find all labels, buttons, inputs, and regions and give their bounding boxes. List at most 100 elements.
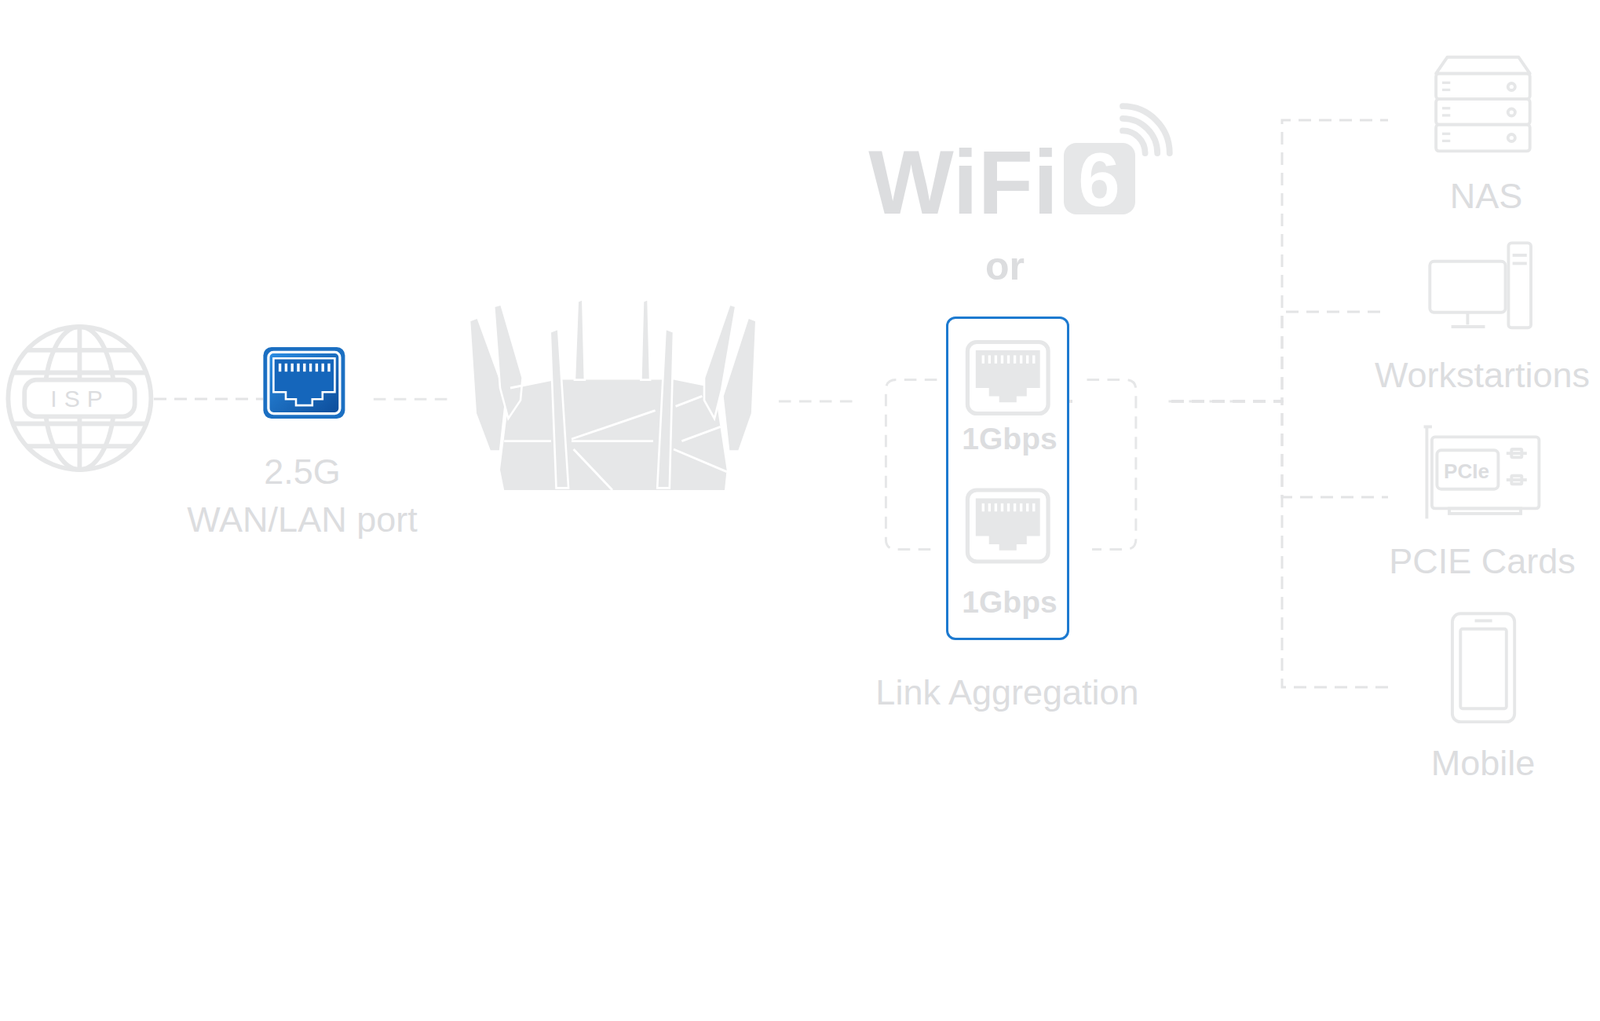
antenna: [550, 328, 569, 489]
node-label: Workstartions: [1374, 354, 1590, 396]
globe-parallel: [26, 443, 133, 449]
globe-outline: [7, 326, 151, 470]
node-label: Link Aggregation: [875, 672, 1139, 713]
nas-icon: [1435, 57, 1531, 152]
phone-screen: [1460, 628, 1507, 709]
nas-led: [1508, 83, 1516, 91]
phone-body: [1452, 613, 1515, 722]
monitor: [1429, 261, 1506, 313]
nas-device: NAS: [1388, 56, 1531, 154]
node-label: Mobile: [1431, 742, 1536, 784]
nas-led: [1508, 134, 1516, 142]
pcie-card-icon: [1423, 425, 1539, 519]
port-frame: [967, 341, 1049, 413]
globe-parallel: [12, 370, 148, 376]
port-pin: [284, 363, 288, 372]
node-text: ISP: [50, 385, 110, 413]
port-socket: [273, 357, 335, 406]
port-socket: [975, 350, 1041, 402]
node-label: PCIE Cards: [1388, 540, 1576, 582]
port-pin: [1032, 503, 1035, 512]
port-pin: [321, 363, 325, 372]
router-seam: [675, 395, 703, 406]
isp-globe: ISP: [6, 324, 154, 472]
router-body: [500, 379, 727, 490]
lan-port-icon: [967, 341, 1049, 413]
port-pin: [1007, 503, 1010, 512]
dashed-connector: [1069, 311, 1389, 402]
globe-band: [24, 379, 135, 417]
port-pin: [982, 503, 985, 512]
wan-port: 2.5G WAN/LAN port: [263, 347, 346, 419]
port-pin: [291, 363, 294, 372]
dashed-line: [778, 399, 855, 402]
card-board: [1431, 436, 1540, 508]
lan-port-icon: [967, 489, 1049, 562]
port-pin: [1000, 503, 1004, 512]
port-pin: [1013, 503, 1016, 512]
antenna: [640, 299, 651, 380]
card-bracket: [1424, 425, 1429, 519]
port-pin: [1026, 354, 1029, 363]
connectors: [153, 120, 1389, 687]
node-label: 1Gbps: [961, 584, 1057, 621]
phone-speaker: [1474, 618, 1492, 622]
mobile-icon: [1452, 613, 1515, 722]
bracket: [885, 379, 937, 550]
antenna: [722, 317, 757, 451]
antenna: [493, 303, 523, 419]
port-face: [268, 351, 340, 413]
tower: [1508, 242, 1531, 328]
router-seam: [573, 449, 613, 490]
port-pin: [1019, 354, 1023, 363]
port-pin: [1032, 354, 1035, 363]
workstation-device: Workstartions: [1388, 242, 1534, 329]
node-label: 2.5G WAN/LAN port: [182, 448, 423, 545]
node-label: NAS: [1450, 175, 1524, 217]
globe-parallel: [12, 421, 148, 427]
router-seam: [504, 439, 552, 443]
router-seam: [571, 439, 654, 443]
port-frame: [263, 347, 345, 419]
port-pin: [296, 363, 300, 372]
bracket: [1087, 379, 1137, 550]
port-pin: [278, 363, 282, 372]
nas-bay: [1435, 73, 1531, 100]
nas-top: [1435, 57, 1531, 74]
port-pin: [1013, 354, 1016, 363]
port-pin: [988, 503, 991, 512]
globe-parallel: [26, 347, 133, 353]
port-pin: [1007, 354, 1010, 363]
mobile-device: Mobile: [1388, 612, 1516, 722]
port-frame: [967, 489, 1049, 562]
globe-icon: [7, 326, 151, 470]
nas-led: [1508, 108, 1516, 116]
port-pin: [303, 363, 306, 372]
antenna: [574, 299, 585, 380]
link-aggregation-box: 1Gbps1GbpsLink Aggregation: [946, 316, 1070, 640]
router-seam: [673, 449, 727, 472]
workstation-icon: [1429, 242, 1531, 328]
monitor-stand: [1465, 312, 1469, 326]
router-seam: [571, 410, 656, 439]
card-chip: [1436, 449, 1498, 489]
dashed-line: [373, 398, 450, 401]
port-pin: [994, 503, 998, 512]
port-pin: [988, 354, 991, 363]
lan-port: 1Gbps: [969, 343, 1051, 417]
antenna: [657, 328, 674, 489]
port-pin: [1026, 503, 1029, 512]
node-text: 6: [1077, 136, 1120, 223]
port-pin: [327, 363, 330, 372]
port-pin: [1000, 354, 1004, 363]
card-connector: [1449, 507, 1521, 514]
pcie-chip-text: PCIe: [1443, 460, 1490, 484]
dashed-connector: [1069, 401, 1389, 687]
wifi-logo-text: WiFi: [868, 130, 1059, 234]
router-seam: [681, 426, 720, 441]
router-illustration: [469, 299, 757, 490]
wan-port-icon: [263, 347, 345, 419]
port-pin: [982, 354, 985, 363]
nas-bay: [1435, 124, 1531, 152]
